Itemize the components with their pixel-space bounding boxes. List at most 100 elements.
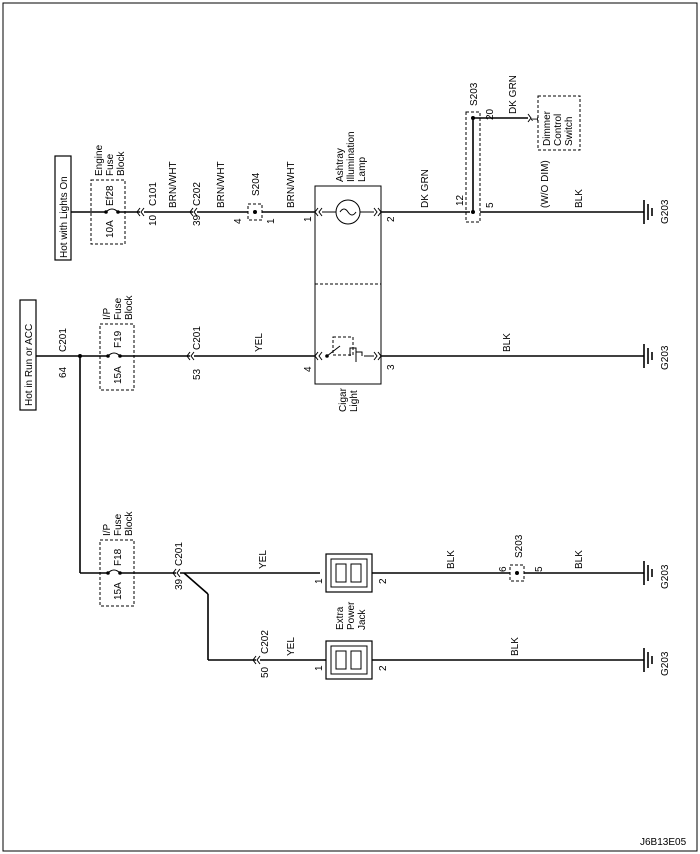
fuse-f19-rating: 15A	[113, 366, 124, 384]
cigar-pin-3: 3	[386, 364, 397, 370]
jack1-label-line2: Power	[346, 601, 357, 630]
connector-c202-low-pin: 50	[260, 666, 271, 678]
fuse-f19-label: F19	[113, 330, 124, 348]
extra-power-jack-1	[325, 553, 373, 593]
wire-label-blk-5: BLK	[510, 637, 521, 656]
connector-c201-low-label: C201	[174, 542, 185, 566]
splice-s204-node	[253, 210, 257, 214]
jack1-pin-1: 1	[314, 578, 325, 584]
dimmer-label-line1: Dimmer	[542, 110, 553, 146]
splice-s203-low-pin-in: 6	[498, 566, 509, 572]
jack2-pin-1: 1	[314, 665, 325, 671]
connector-c201-low	[172, 568, 181, 578]
splice-s203-low-node	[515, 571, 519, 575]
jack1-label-line3: Jack	[357, 608, 368, 630]
dimmer-pin-1: 1	[530, 116, 541, 122]
wire-label-blk-4: BLK	[574, 550, 585, 569]
connector-c202-low	[252, 655, 261, 665]
ground-label-3: G203	[660, 564, 671, 589]
wire-label-blk-1: BLK	[574, 189, 585, 208]
wire-label-brn-wht-2: BRN/WHT	[216, 161, 227, 208]
ashtray-pin1-connector	[314, 207, 323, 217]
ground-symbol-2	[643, 344, 653, 368]
ground-label-4: G203	[660, 651, 671, 676]
power-box-lights-on	[54, 155, 72, 261]
wire-label-blk-3: BLK	[446, 550, 457, 569]
connector-c201-top-pin: 64	[58, 366, 69, 378]
wire-branch-diagonal	[183, 572, 209, 595]
ip-fuse-block-top-line3: Block	[124, 295, 135, 320]
cigar-element-symbol	[349, 347, 363, 362]
fuse-f18-node-a	[106, 571, 110, 575]
cigar-switch-housing	[332, 336, 354, 356]
ip-fuse-block-low-line1: I/P	[102, 523, 113, 536]
ip-fuse-block-low-line2: Fuse	[113, 513, 124, 536]
splice-s203-pin-12: 12	[455, 194, 466, 206]
splice-s203-top-label: S203	[469, 82, 480, 106]
splice-s204-label: S204	[251, 172, 262, 196]
engine-fuse-block-line2: Fuse	[105, 153, 116, 176]
splice-s203-pin-20: 20	[485, 108, 496, 120]
ip-fuse-block-top-line1: I/P	[102, 307, 113, 320]
fuse-ef28-label: Ef28	[105, 185, 116, 206]
connector-c202-top-pin: 39	[192, 214, 203, 226]
cigar-label-line1: Cigar	[338, 387, 349, 412]
connector-c201-low-pin: 39	[174, 578, 185, 590]
connector-c201-mid	[186, 351, 195, 361]
jack2-pin-2: 2	[378, 665, 389, 671]
power-label-run-acc: Hot in Run or ACC	[24, 324, 35, 406]
dimmer-label-line2: Control	[553, 114, 564, 146]
connector-c101-pin: 10	[148, 214, 159, 226]
fuse-f18-rating: 15A	[113, 582, 124, 600]
power-box-run-acc	[19, 299, 37, 411]
ip-fuse-block-low-line3: Block	[124, 511, 135, 536]
dimmer-control-switch	[537, 95, 581, 151]
wire-label-yel-2: YEL	[258, 550, 269, 569]
splice-s204-pin-in: 4	[233, 218, 244, 224]
jack1-label-line1: Extra	[335, 606, 346, 630]
ashtray-pin-2: 2	[386, 216, 397, 222]
power-label-lights-on: Hot with Lights On	[59, 176, 70, 258]
connector-c201-mid-label: C201	[192, 326, 203, 350]
ashtray-pin2-connector	[373, 207, 382, 217]
fuse-f19-node-a	[106, 354, 110, 358]
extra-power-jack-2	[325, 640, 373, 680]
cigar-pin-4: 4	[303, 366, 314, 372]
jack1-pin-2: 2	[378, 578, 389, 584]
ashtray-label-line1: Ashtray	[335, 148, 346, 182]
ashtray-label-line3: Lamp	[357, 157, 368, 182]
ashtray-label-line2: Illumination	[346, 131, 357, 182]
splice-s203-pin-5: 5	[485, 202, 496, 208]
dimmer-connector	[527, 113, 532, 123]
fuse-ef28-symbol	[105, 208, 119, 213]
fuse-f19-symbol	[107, 352, 121, 357]
splice-s204-pin-out: 1	[266, 218, 277, 224]
fuse-ef28-rating: 10A	[105, 220, 116, 238]
ashtray-lamp-filament	[339, 208, 357, 216]
ground-symbol-3	[643, 561, 653, 585]
ground-label-2: G203	[660, 345, 671, 370]
fuse-f18-label: F18	[113, 548, 124, 566]
connector-c202-low-label: C202	[260, 630, 271, 654]
fuse-ef28-node-a	[104, 210, 108, 214]
wire-label-brn-wht-3: BRN/WHT	[286, 161, 297, 208]
dimmer-label-line3: Switch	[564, 117, 575, 146]
wire-label-blk-2: BLK	[502, 333, 513, 352]
splice-s203-top-node-b	[471, 210, 475, 214]
ground-label-1: G203	[660, 199, 671, 224]
figure-code: J6B13E05	[640, 837, 687, 848]
wire-label-brn-wht-1: BRN/WHT	[168, 161, 179, 208]
connector-c202-top	[189, 207, 198, 217]
wire-label-yel-3: YEL	[286, 637, 297, 656]
connector-c101-label: C101	[148, 182, 159, 206]
connector-c201-mid-pin: 53	[192, 368, 203, 380]
splice-s203-top	[465, 111, 481, 223]
splice-s203-low-pin-out: 5	[534, 566, 545, 572]
cigar-pin4-connector	[314, 351, 323, 361]
ip-fuse-block-top-outline	[99, 323, 135, 391]
ashtray-pin-1: 1	[303, 216, 314, 222]
splice-s203-low-label: S203	[514, 534, 525, 558]
engine-fuse-block-line1: Engine	[94, 144, 105, 176]
